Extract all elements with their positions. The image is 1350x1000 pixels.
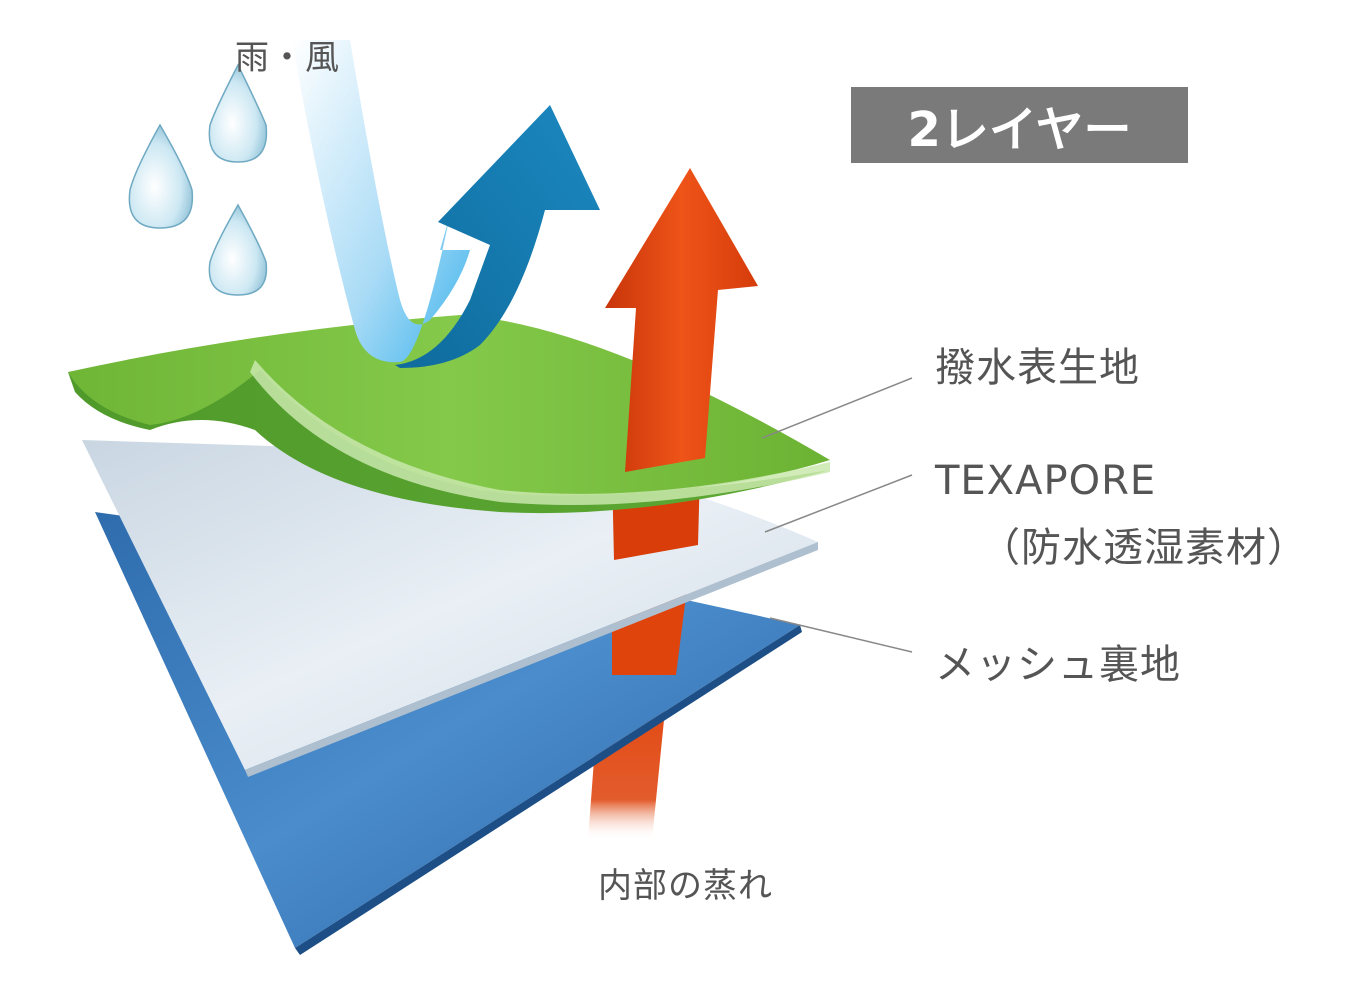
vapor-arrow-head bbox=[605, 168, 758, 472]
inner-vapor-label: 内部の蒸れ bbox=[598, 866, 773, 906]
leader-line-mesh bbox=[769, 617, 913, 653]
leader-line-outer bbox=[761, 377, 913, 439]
outer-fabric-underside bbox=[68, 358, 830, 514]
rain-wind-label: 雨・風 bbox=[235, 38, 340, 78]
membrane-edge bbox=[245, 542, 818, 777]
mesh-lining-label: メッシュ裏地 bbox=[935, 642, 1181, 688]
rain-wind-arrow bbox=[292, 40, 470, 363]
membrane-desc-label: （防水透湿素材） bbox=[980, 525, 1308, 571]
leader-line-membrane bbox=[764, 474, 913, 533]
water-drop-icon bbox=[208, 63, 268, 163]
membrane-name-label: TEXAPORE bbox=[935, 458, 1157, 504]
outer-fabric-edge bbox=[250, 360, 830, 506]
layer-count-badge: 2レイヤー bbox=[851, 87, 1188, 163]
outer-fabric-label: 撥水表生地 bbox=[935, 345, 1140, 391]
deflect-arrow bbox=[395, 105, 600, 368]
water-drop-icon bbox=[208, 203, 268, 296]
mesh-lining-edge bbox=[295, 625, 802, 955]
water-drop-icon bbox=[128, 123, 194, 229]
